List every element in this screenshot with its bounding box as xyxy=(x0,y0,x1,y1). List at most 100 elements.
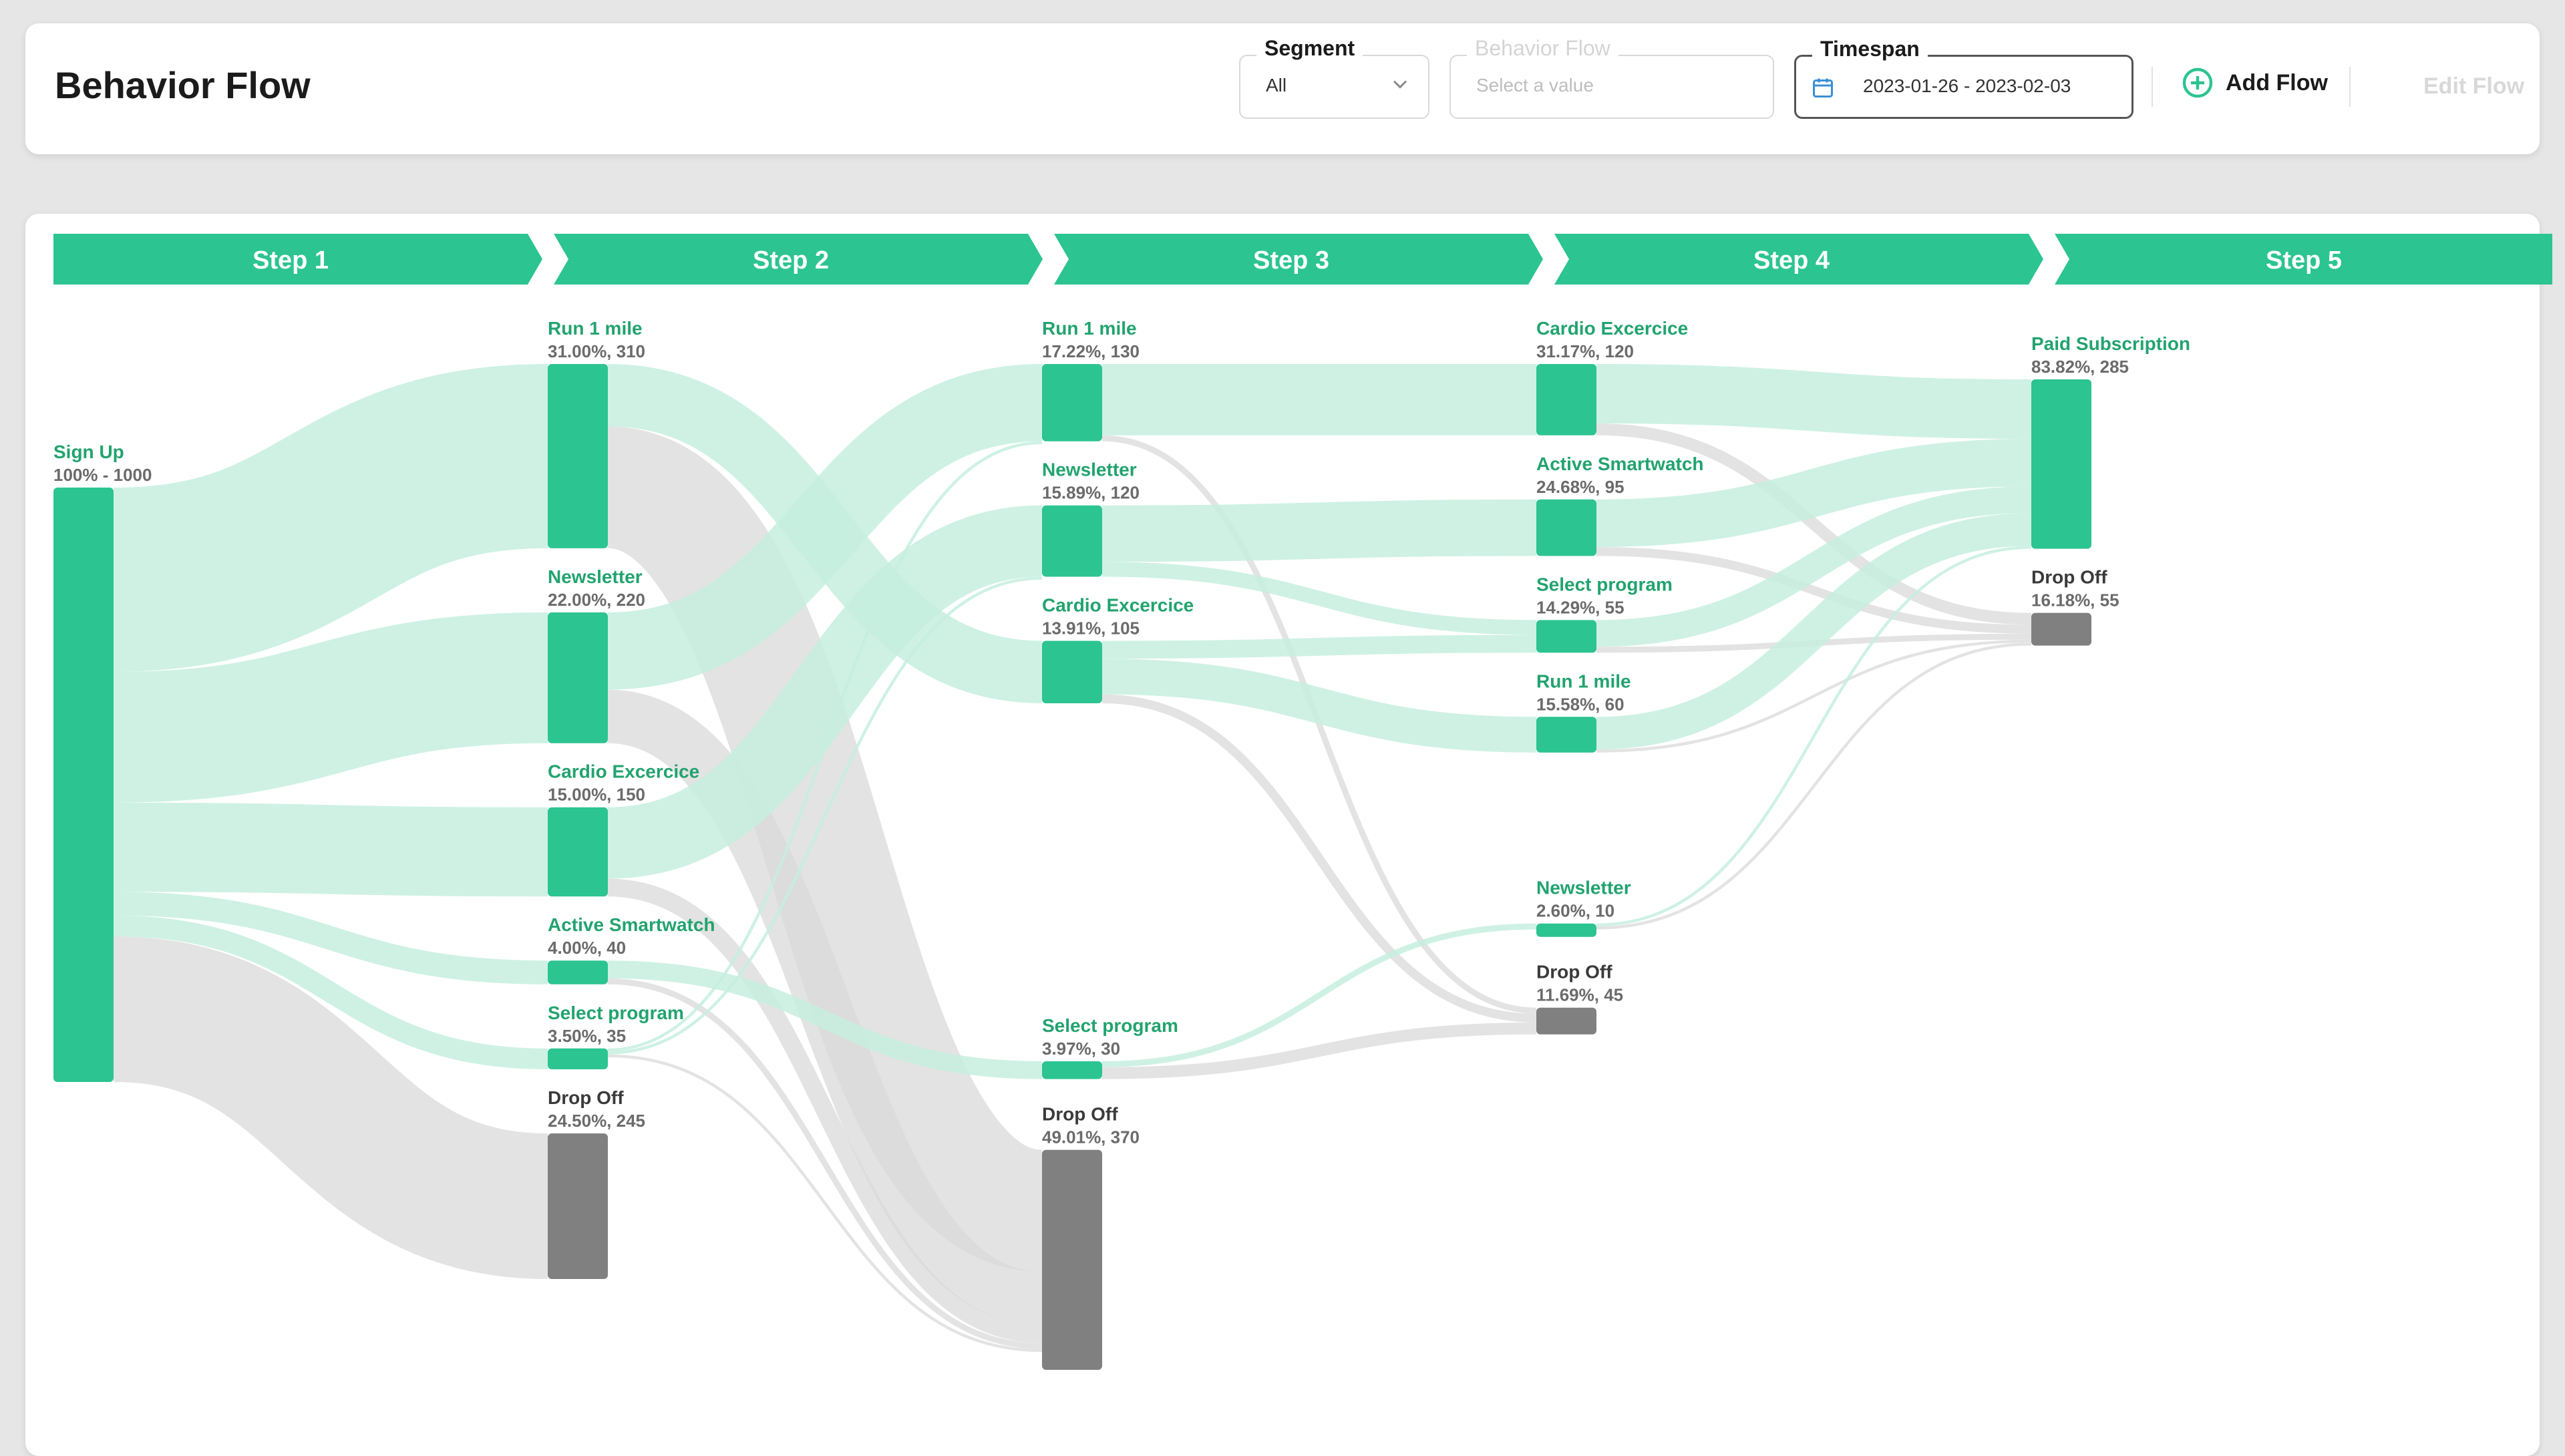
flow-link[interactable] xyxy=(113,915,548,1069)
segment-select[interactable]: Segment All xyxy=(1239,36,1429,119)
flow-link[interactable] xyxy=(607,1054,1043,1352)
flow-link[interactable] xyxy=(1596,364,2032,439)
step-banner xyxy=(1054,234,1543,285)
flow-link[interactable] xyxy=(607,441,1043,1052)
calendar-icon xyxy=(1813,78,1833,98)
node-stat: 31.00%, 310 xyxy=(548,341,645,361)
flow-link[interactable] xyxy=(1101,435,1537,1014)
step-label: Step 2 xyxy=(753,246,829,275)
node-name: Newsletter xyxy=(1042,460,1137,480)
node-stat: 17.22%, 130 xyxy=(1042,341,1140,361)
add-flow-button[interactable]: Add Flow xyxy=(2182,67,2328,99)
node-name: Run 1 mile xyxy=(548,318,643,339)
edit-flow-button[interactable]: Edit Flow xyxy=(2423,73,2525,99)
node-stat: 3.97%, 30 xyxy=(1042,1039,1120,1059)
node-name: Active Smartwatch xyxy=(548,914,715,935)
flow-link[interactable] xyxy=(1101,634,1537,659)
flow-node[interactable] xyxy=(548,960,608,984)
flow-node[interactable] xyxy=(1042,364,1102,441)
flow-link[interactable] xyxy=(1596,546,2032,927)
node-stat: 15.89%, 120 xyxy=(1042,483,1140,503)
flow-link[interactable] xyxy=(1101,694,1537,1023)
flow-link[interactable] xyxy=(607,960,1043,1079)
step-label: Step 5 xyxy=(2266,246,2342,275)
flow-node[interactable] xyxy=(1536,717,1596,753)
flow-link[interactable] xyxy=(113,802,548,897)
flow-link[interactable] xyxy=(603,426,1047,1272)
flow-link[interactable] xyxy=(1101,562,1537,635)
behavior-flow-placeholder: Select a value xyxy=(1476,75,1594,96)
node-name: Active Smartwatch xyxy=(1536,453,1704,474)
flow-link[interactable] xyxy=(1101,923,1537,1067)
node-name: Select program xyxy=(548,1003,684,1023)
flow-link[interactable] xyxy=(1596,547,2032,634)
flow-link[interactable] xyxy=(1101,1022,1537,1079)
flow-link[interactable] xyxy=(607,689,1043,1326)
add-flow-label: Add Flow xyxy=(2226,69,2328,96)
step-banner xyxy=(1554,234,2043,285)
flow-link[interactable] xyxy=(1101,499,1537,562)
segment-label: Segment xyxy=(1256,36,1363,61)
flow-node[interactable] xyxy=(53,488,114,1082)
timespan-picker[interactable]: Timespan 2023-01-26 - 2023-02-03 xyxy=(1794,37,2133,119)
flow-link[interactable] xyxy=(113,612,548,803)
node-stat: 83.82%, 285 xyxy=(2031,357,2129,377)
drop-off-node[interactable] xyxy=(1042,1149,1102,1370)
node-name: Cardio Excercice xyxy=(548,761,699,782)
node-name: Drop Off xyxy=(1042,1104,1118,1125)
flow-link[interactable] xyxy=(1596,486,2032,647)
node-name: Drop Off xyxy=(2031,567,2107,588)
node-name: Run 1 mile xyxy=(1042,318,1137,339)
node-stat: 11.69%, 45 xyxy=(1536,985,1623,1005)
node-name: Sign Up xyxy=(53,441,124,462)
segment-value: All xyxy=(1266,75,1287,96)
flow-link[interactable] xyxy=(1101,659,1537,753)
flow-link[interactable] xyxy=(607,505,1043,879)
behavior-flow-select[interactable]: Behavior Flow Select a value xyxy=(1449,36,1774,119)
flow-node[interactable] xyxy=(1042,1061,1102,1079)
flow-node[interactable] xyxy=(548,1048,608,1069)
flow-link[interactable] xyxy=(1596,439,2032,547)
flow-link[interactable] xyxy=(112,364,549,672)
node-stat: 15.00%, 150 xyxy=(548,785,645,805)
flow-node[interactable] xyxy=(2031,379,2091,549)
step-banner xyxy=(554,234,1043,285)
node-stat: 16.18%, 55 xyxy=(2031,590,2119,610)
flow-link[interactable] xyxy=(1596,513,2032,750)
node-name: Cardio Excercice xyxy=(1536,318,1688,339)
flow-node[interactable] xyxy=(548,364,608,548)
flow-link[interactable] xyxy=(1596,639,2032,753)
node-stat: 14.29%, 55 xyxy=(1536,597,1624,617)
flow-link[interactable] xyxy=(112,936,550,1279)
flow-link[interactable] xyxy=(1596,423,2032,625)
flow-node[interactable] xyxy=(1042,641,1102,703)
timespan-value: 2023-01-26 - 2023-02-03 xyxy=(1863,75,2071,96)
flow-link[interactable] xyxy=(1596,643,2032,930)
drop-off-node[interactable] xyxy=(548,1133,608,1279)
drop-off-node[interactable] xyxy=(1536,1007,1596,1035)
node-name: Drop Off xyxy=(1536,962,1612,982)
node-name: Select program xyxy=(1536,574,1673,594)
flow-node[interactable] xyxy=(1536,364,1596,435)
flow-node[interactable] xyxy=(548,807,608,897)
flow-link[interactable] xyxy=(607,978,1043,1349)
header-divider-2 xyxy=(2349,67,2351,107)
flow-node[interactable] xyxy=(1536,923,1596,937)
header-divider xyxy=(2152,67,2153,107)
flow-node[interactable] xyxy=(1042,505,1102,577)
flow-node[interactable] xyxy=(1536,620,1596,653)
chevron-down-icon xyxy=(1393,80,1407,89)
flow-link[interactable] xyxy=(607,878,1043,1343)
flow-node[interactable] xyxy=(1536,499,1596,556)
flow-link[interactable] xyxy=(113,892,548,984)
flow-link[interactable] xyxy=(607,364,1043,690)
flow-link[interactable] xyxy=(607,576,1043,1055)
node-name: Cardio Excercice xyxy=(1042,595,1194,616)
drop-off-node[interactable] xyxy=(2031,612,2091,646)
step-label: Step 4 xyxy=(1753,246,1830,275)
node-stat: 4.00%, 40 xyxy=(548,938,626,958)
node-stat: 2.60%, 10 xyxy=(1536,901,1614,921)
step-banner xyxy=(53,234,542,285)
flow-node[interactable] xyxy=(548,612,608,743)
